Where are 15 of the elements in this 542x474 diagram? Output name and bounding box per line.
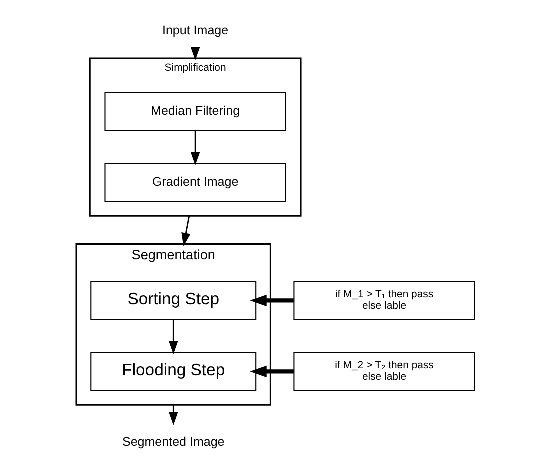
arrow bbox=[181, 216, 190, 246]
arrow bbox=[168, 320, 178, 354]
node-box: Flooding Step bbox=[90, 352, 256, 391]
node-text: Segmented Image bbox=[122, 434, 224, 449]
arrow bbox=[190, 47, 200, 61]
arrow bbox=[250, 366, 294, 378]
arrow bbox=[250, 294, 294, 307]
node-box: if M_1 > T₁ then pass else lable bbox=[293, 281, 475, 320]
arrow bbox=[168, 405, 178, 426]
node-box: Sorting Step bbox=[90, 281, 256, 320]
node-box: if M_2 > T₂ then pass else lable bbox=[293, 352, 475, 391]
arrow bbox=[190, 130, 200, 166]
node-box: Median Filtering bbox=[104, 92, 286, 132]
node-box: Gradient Image bbox=[104, 163, 286, 202]
node-text: Input Image bbox=[162, 24, 228, 38]
